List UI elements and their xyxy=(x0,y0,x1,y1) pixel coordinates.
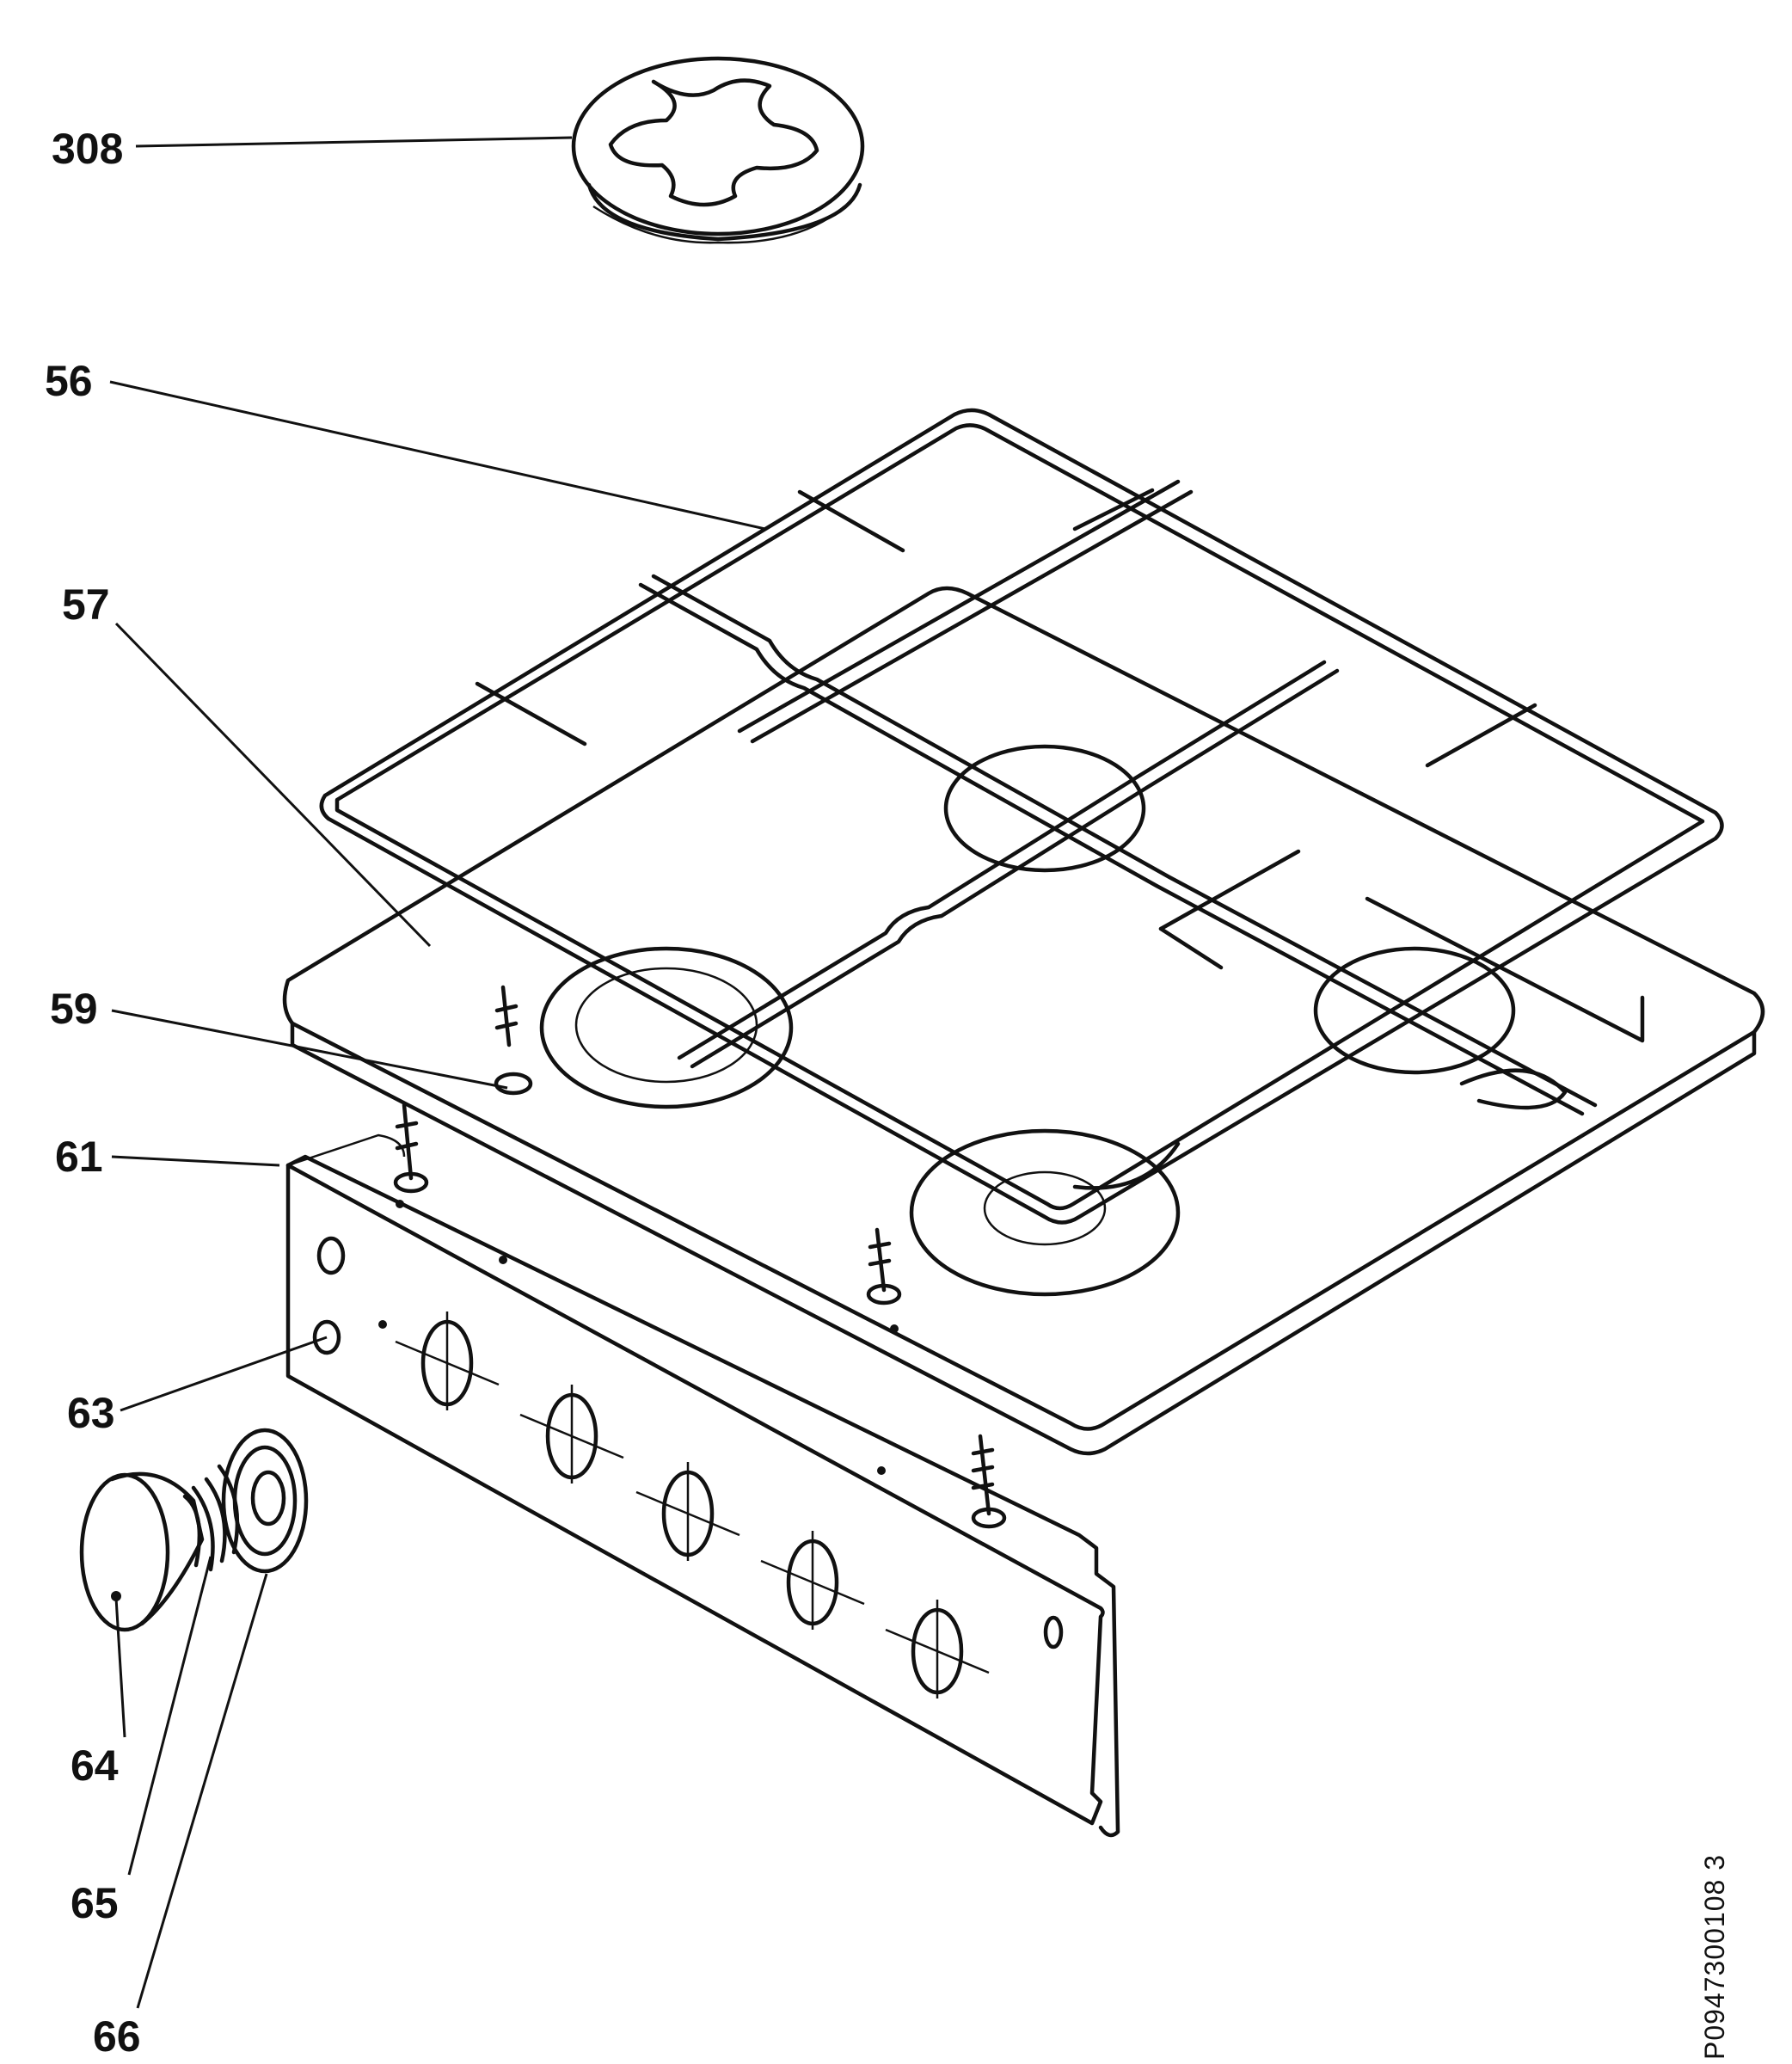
leader-lines xyxy=(109,136,766,2009)
pan-support-grid-part xyxy=(319,408,1724,1225)
callout-63: 63 xyxy=(67,1389,115,1437)
burner-cap-part xyxy=(571,56,865,244)
callout-59: 59 xyxy=(50,985,98,1033)
control-panel-part xyxy=(285,1154,1120,1838)
callout-65: 65 xyxy=(71,1879,119,1927)
callout-56: 56 xyxy=(45,357,93,405)
callout-labels: 308 56 57 59 61 63 64 65 66 xyxy=(45,125,141,2061)
callout-57: 57 xyxy=(62,580,110,629)
callout-308: 308 xyxy=(52,125,123,173)
drawing-code: P0947300108 3 xyxy=(1699,1854,1730,2060)
callout-64: 64 xyxy=(71,1742,119,1790)
hob-top-plate-part xyxy=(282,586,1765,1456)
callout-61: 61 xyxy=(55,1133,103,1181)
callout-66: 66 xyxy=(93,2012,141,2061)
knob-assembly-part xyxy=(79,1428,309,1632)
screw-parts xyxy=(287,985,1007,1529)
